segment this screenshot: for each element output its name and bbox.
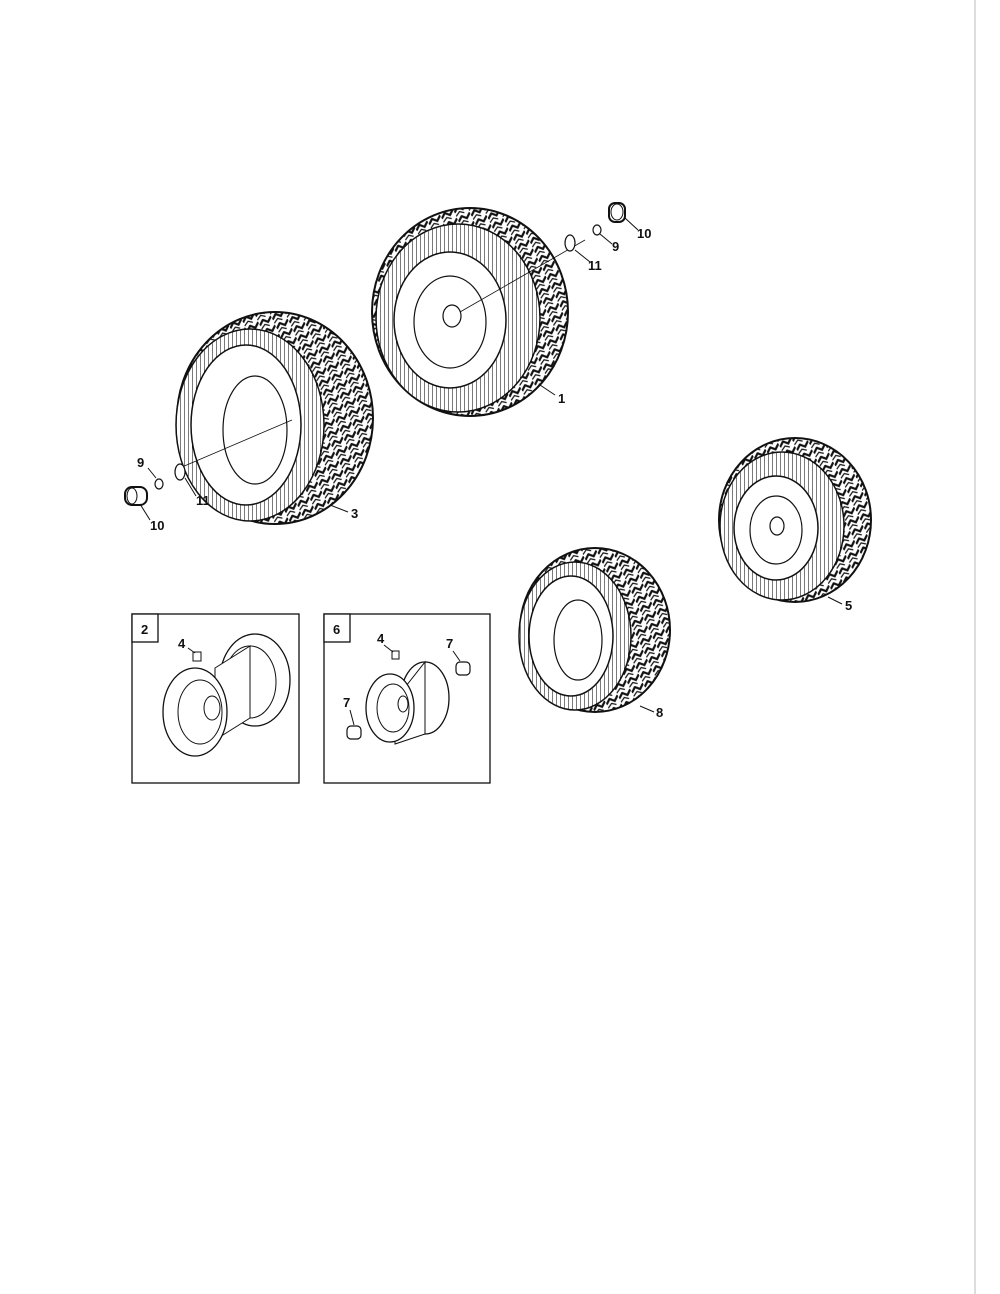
rim-box-2-label: 2 xyxy=(141,622,148,637)
rim-box-6-valve-label: 4 xyxy=(377,631,385,646)
rim-box-6: 6 4 7 7 xyxy=(323,613,491,784)
callout-wheel-5: 5 xyxy=(845,598,852,613)
callout-rear-washer: 11 xyxy=(196,493,210,508)
callout-front-cap: 10 xyxy=(637,226,651,241)
rim-box-6-bearing-bottom-label: 7 xyxy=(343,695,350,710)
wheel-assembly-8 xyxy=(518,547,671,713)
wheel-assembly-5 xyxy=(718,437,872,603)
rear-nut-part xyxy=(154,478,164,490)
callout-front-washer: 11 xyxy=(588,258,602,273)
rim-box-6-label: 6 xyxy=(333,622,340,637)
callout-front-nut: 9 xyxy=(612,239,619,254)
callout-rear-cap: 10 xyxy=(150,518,164,533)
rear-hardware xyxy=(124,463,186,506)
front-washer-part xyxy=(564,234,576,252)
valve-stem-part xyxy=(192,651,202,662)
rim-box-2: 2 4 xyxy=(131,613,300,784)
callout-wheel-3: 3 xyxy=(351,506,358,521)
wheel-assembly-1 xyxy=(371,207,586,417)
front-hardware xyxy=(564,202,626,252)
wheel-assembly-3 xyxy=(174,311,374,525)
callout-wheel-8: 8 xyxy=(656,705,663,720)
rim-box-2-valve-label: 4 xyxy=(178,636,186,651)
callout-rear-nut: 9 xyxy=(137,455,144,470)
rim-box-6-bearing-top-label: 7 xyxy=(446,636,453,651)
front-nut-part xyxy=(592,224,602,236)
rear-washer-part xyxy=(174,463,186,481)
callout-wheel-1: 1 xyxy=(558,391,565,406)
leader-lines xyxy=(139,217,843,713)
